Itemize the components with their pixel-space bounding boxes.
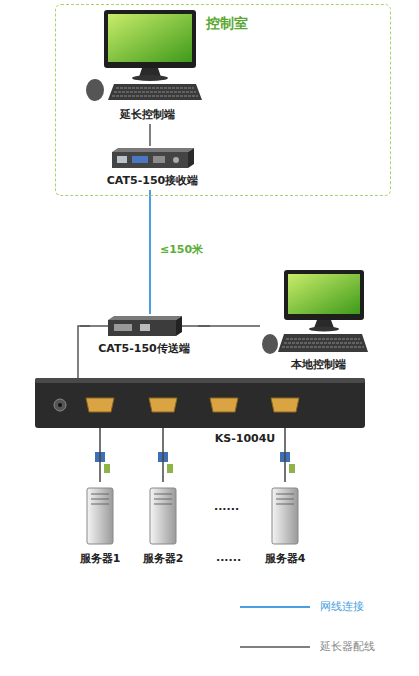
- server-tower: [87, 488, 113, 544]
- monitor-frame: [284, 270, 364, 320]
- device-node: CAT5-150接收端: [95, 146, 210, 190]
- vga-cables: [95, 428, 295, 473]
- monitor-frame: [104, 10, 196, 68]
- local-console-icon: [262, 270, 368, 354]
- port: [153, 156, 165, 163]
- connector: [198, 325, 260, 327]
- switch-top-edge: [35, 378, 365, 383]
- usb-plug: [167, 464, 173, 473]
- node-label: KS-1004U: [215, 432, 276, 446]
- ellipsis-label: ......: [216, 551, 241, 565]
- port: [173, 157, 179, 163]
- node-label: 服务器4: [265, 552, 306, 566]
- drive-bays: [154, 494, 172, 504]
- server-tower: [272, 488, 298, 544]
- keyboard: [108, 84, 202, 100]
- box-top: [108, 316, 182, 320]
- connector: [99, 448, 101, 482]
- node-label: 延长控制端: [120, 108, 175, 122]
- switch-housing: [35, 378, 365, 428]
- node-label: CAT5-150传送端: [98, 342, 189, 356]
- server-towers: [87, 488, 298, 544]
- node-label: CAT5-150接收端: [107, 174, 198, 188]
- switch-node: KS-1004U: [35, 378, 365, 448]
- keyboard: [278, 334, 368, 352]
- connector: [149, 190, 151, 314]
- usb-plug: [289, 464, 295, 473]
- port: [117, 156, 127, 163]
- usb-plug: [104, 464, 110, 473]
- box-top: [112, 148, 194, 152]
- vga-port: [86, 398, 114, 412]
- monitor-base: [309, 327, 339, 332]
- monitor-screen: [288, 274, 360, 314]
- power-jack-pin: [58, 403, 62, 407]
- server-tower: [150, 488, 176, 544]
- connector: [162, 448, 164, 482]
- drive-bays: [276, 494, 294, 504]
- receiver-icon: [112, 148, 194, 168]
- legend-line-sample: [240, 606, 310, 608]
- power-jack: [54, 399, 66, 411]
- port: [132, 156, 148, 163]
- server-node: 服务器1: [70, 482, 130, 568]
- box-front: [112, 152, 188, 168]
- box-side: [188, 148, 194, 168]
- vga-port: [271, 398, 299, 412]
- keyboard-keys: [112, 88, 198, 96]
- ellipsis-label: ......: [214, 500, 239, 514]
- vga-port: [210, 398, 238, 412]
- node-label: 服务器1: [80, 552, 121, 566]
- console-node: 本地控制端: [260, 268, 376, 374]
- legend-text: 网线连接: [320, 600, 364, 614]
- monitor-base: [132, 75, 168, 81]
- drive-bays: [91, 494, 109, 504]
- server-node: 服务器4: [255, 482, 315, 568]
- node-label: 本地控制端: [291, 358, 346, 372]
- box-front: [108, 320, 176, 336]
- kvm-switch-body: [35, 378, 365, 428]
- mouse: [262, 334, 278, 354]
- distance-label: ≤150米: [158, 243, 205, 257]
- legend-line-sample: [240, 646, 310, 648]
- region-box: 延长控制端 CAT5-150接收端 控制室: [55, 4, 391, 196]
- mouse: [86, 79, 104, 101]
- box-side: [176, 316, 182, 336]
- port: [140, 324, 150, 331]
- region-title: 控制室: [206, 15, 248, 32]
- transmitter-icon: [80, 316, 210, 336]
- device-node: CAT5-150传送端: [90, 314, 198, 358]
- connector: [78, 326, 90, 378]
- node-label: 服务器2: [143, 552, 184, 566]
- connector: [149, 124, 151, 146]
- console-node: 延长控制端: [85, 8, 210, 124]
- port: [114, 324, 132, 331]
- remote-console-icon: [86, 10, 202, 101]
- monitor-screen: [108, 14, 192, 62]
- vga-port: [149, 398, 177, 412]
- connector: [284, 448, 286, 482]
- legend-samples: [240, 607, 310, 647]
- keyboard-keys: [282, 339, 364, 347]
- cable: [284, 428, 286, 448]
- server-node: 服务器2: [133, 482, 193, 568]
- cable: [162, 428, 164, 448]
- cable: [99, 428, 101, 448]
- legend-text: 延长器配线: [320, 640, 375, 654]
